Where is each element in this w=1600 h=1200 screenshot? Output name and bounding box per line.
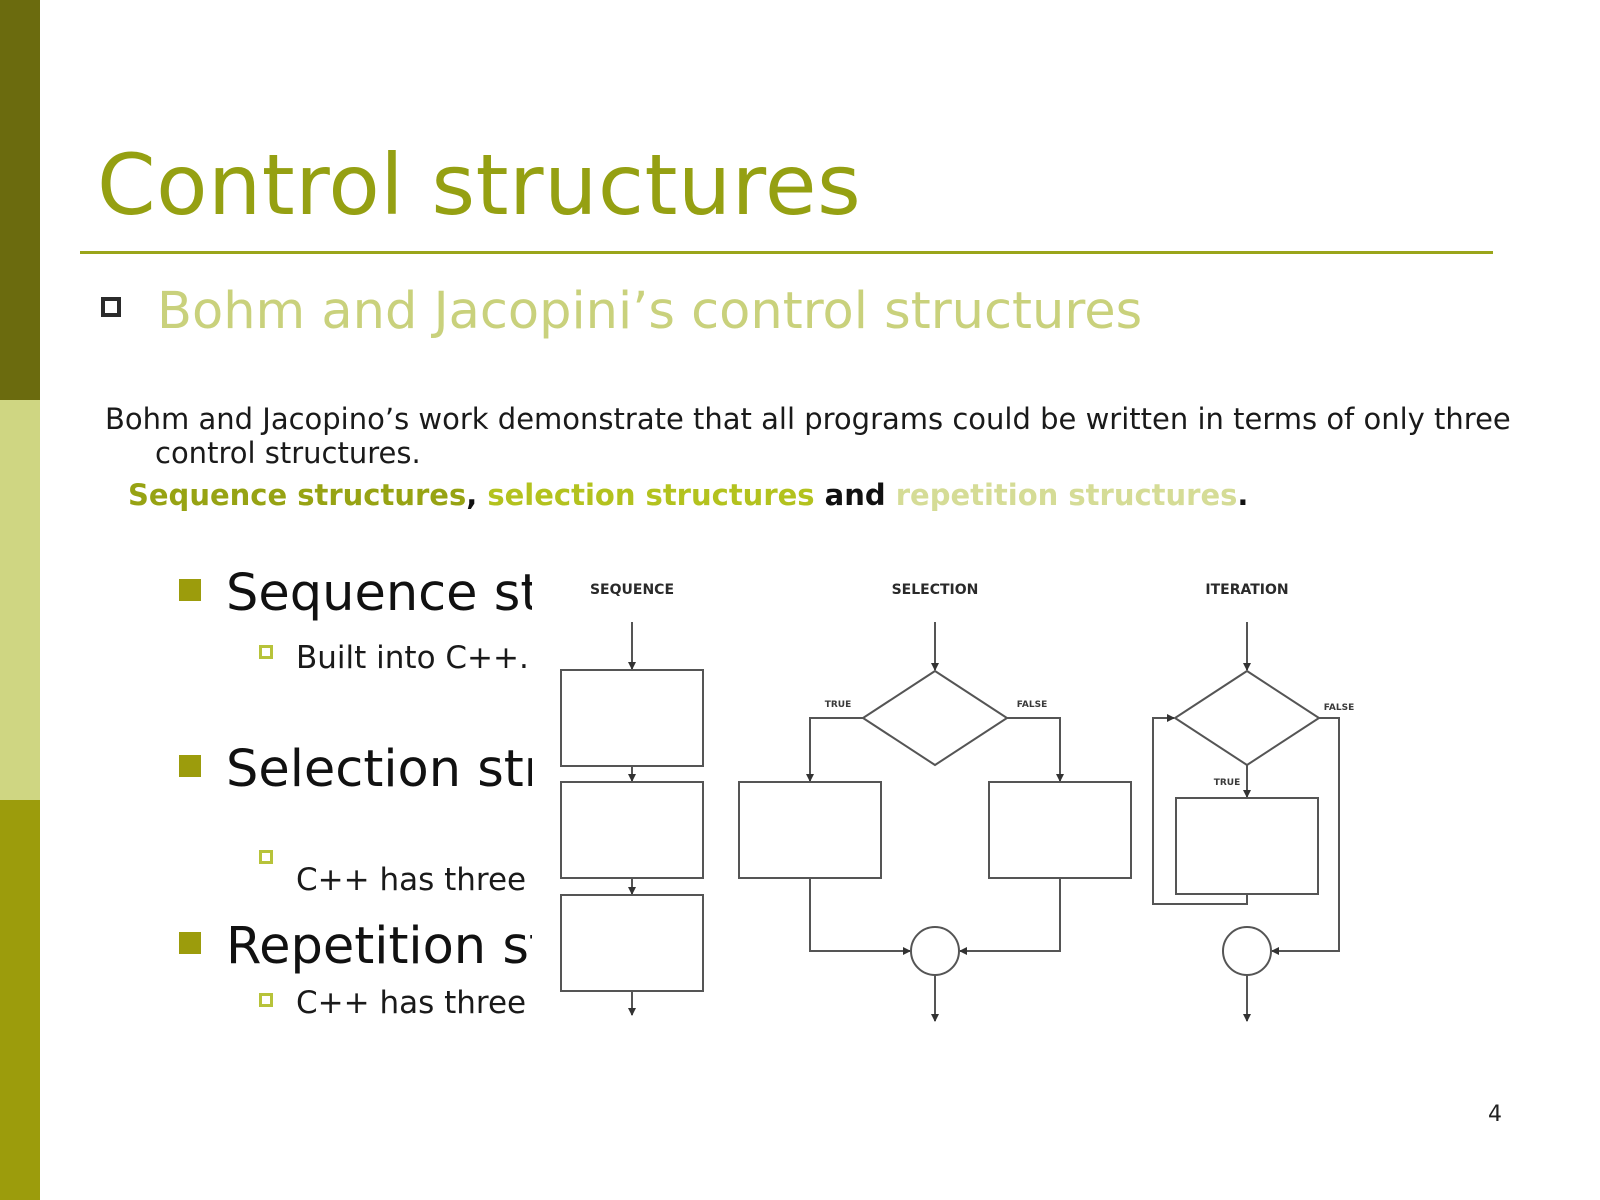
selection-false-box — [988, 781, 1132, 879]
sequence-step-box — [560, 894, 704, 992]
selection-label: SELECTION — [892, 582, 979, 598]
filled-square-bullet-icon — [179, 579, 201, 601]
selection-true-box — [738, 781, 882, 879]
bullet-sequence: Sequence st — [226, 564, 532, 623]
sequence-label: SEQUENCE — [590, 582, 674, 598]
bullet-selection: Selection str — [226, 740, 532, 799]
repetition-structures-text: repetition structures — [895, 478, 1238, 512]
selection-flowchart: TRUE FALSE — [738, 622, 1132, 1022]
sequence-step-box — [560, 781, 704, 879]
slide-title: Control structures — [97, 136, 862, 234]
iteration-false-label: FALSE — [1324, 703, 1354, 713]
selection-structures-text: selection structures — [487, 478, 815, 512]
title-underline — [80, 251, 1493, 254]
sequence-step-box — [560, 669, 704, 767]
sidebar-band-bottom — [0, 800, 40, 1200]
control-structures-diagram: SEQUENCE SELECTION ITERATION TRUE FALSE … — [560, 582, 1354, 1022]
slide-subtitle: Bohm and Jacopini’s control structures — [157, 282, 1143, 341]
bullet-repetition-sub: C++ has three ty — [296, 985, 532, 1021]
sidebar-band-middle — [0, 400, 40, 800]
structures-line: Sequence structures, selection structure… — [128, 478, 1248, 512]
comma-text: , — [466, 478, 488, 512]
iteration-true-label: TRUE — [1214, 778, 1241, 788]
sidebar-band-top — [0, 0, 40, 400]
hollow-square-bullet-icon — [259, 645, 273, 659]
and-text: and — [814, 478, 896, 512]
bullet-sequence-sub: Built into C++. P — [296, 640, 532, 676]
square-bullet-icon — [101, 297, 121, 317]
bullet-repetition: Repetition st — [226, 917, 532, 976]
selection-true-label: TRUE — [825, 700, 852, 710]
bullet-list: Sequence st Built into C++. P Selection … — [0, 0, 532, 1200]
selection-decision-diamond — [861, 669, 1009, 767]
iteration-body-box — [1175, 797, 1319, 895]
hollow-square-bullet-icon — [259, 850, 273, 864]
description-text: Bohm and Jacopino’s work demonstrate tha… — [105, 402, 1511, 470]
iteration-decision-diamond — [1173, 669, 1321, 767]
sequence-flowchart — [560, 622, 704, 1016]
iteration-label: ITERATION — [1205, 582, 1288, 598]
period-text: . — [1237, 478, 1249, 512]
page-number: 4 — [1488, 1102, 1502, 1127]
selection-join-circle — [910, 926, 960, 976]
iteration-flowchart: FALSE TRUE — [1152, 622, 1354, 1022]
iteration-exit-circle — [1222, 926, 1272, 976]
selection-false-label: FALSE — [1017, 700, 1047, 710]
filled-square-bullet-icon — [179, 932, 201, 954]
sequence-structures-text: Sequence structures — [128, 478, 467, 512]
hollow-square-bullet-icon — [259, 993, 273, 1007]
filled-square-bullet-icon — [179, 755, 201, 777]
bullet-selection-sub: C++ has three ty — [296, 862, 532, 898]
